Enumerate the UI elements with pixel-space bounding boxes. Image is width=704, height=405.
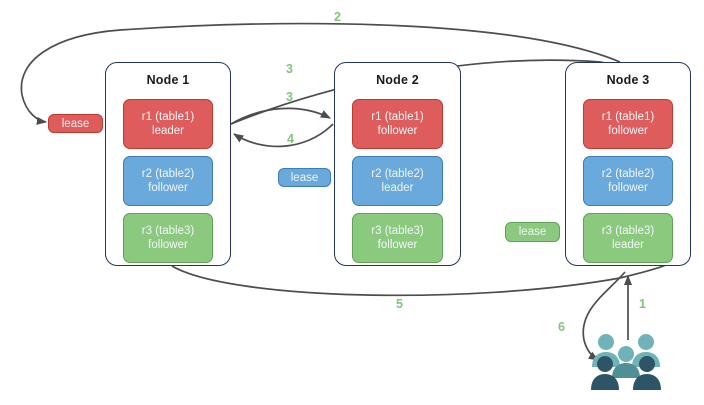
edge-step-3-lower [230, 107, 331, 125]
replica-name: r3 (table3) [371, 225, 424, 237]
replica-r3[interactable]: r3 (table3) leader [583, 213, 673, 263]
replica-role: leader [152, 125, 184, 137]
replica-r2[interactable]: r2 (table2) leader [352, 156, 443, 206]
edge-step-6 [582, 271, 626, 361]
edge-step-5 [171, 263, 669, 297]
replica-r2[interactable]: r2 (table2) follower [583, 156, 673, 206]
replica-role: follower [377, 239, 418, 251]
node-title: Node 3 [606, 73, 650, 87]
replica-role: leader [381, 182, 414, 194]
replica-r1[interactable]: r1 (table1) follower [583, 99, 673, 149]
step-label-1: 1 [639, 297, 646, 311]
replica-r3[interactable]: r3 (table3) follower [123, 213, 213, 263]
replica-r1[interactable]: r1 (table1) leader [123, 99, 213, 149]
replica-name: r1 (table1) [601, 111, 655, 123]
replica-role: follower [608, 182, 648, 194]
node-title: Node 2 [376, 73, 419, 87]
replica-role: follower [608, 125, 648, 137]
replica-name: r3 (table3) [141, 225, 195, 237]
step-label-2: 2 [334, 10, 341, 24]
node-card-2[interactable]: Node 2 r1 (table1) follower r2 (table2) … [334, 62, 461, 266]
replica-role: follower [148, 182, 188, 194]
replica-role: follower [148, 239, 188, 251]
edge-step-4 [233, 123, 334, 148]
edge-step-2 [20, 22, 621, 125]
replica-name: r3 (table3) [601, 225, 655, 237]
node-card-3[interactable]: Node 3 r1 (table1) follower r2 (table2) … [565, 62, 691, 266]
step-label-5: 5 [396, 297, 403, 311]
replica-r2[interactable]: r2 (table2) follower [123, 156, 213, 206]
node-card-1[interactable]: Node 1 r1 (table1) leader r2 (table2) fo… [105, 62, 231, 266]
replica-name: r2 (table2) [601, 168, 655, 180]
step-label-3-upper: 3 [286, 62, 293, 76]
replica-r1[interactable]: r1 (table1) follower [352, 99, 443, 149]
replica-role: follower [377, 125, 418, 137]
users-icon [591, 334, 661, 390]
lease-badge-red[interactable]: lease [48, 114, 103, 133]
replica-name: r2 (table2) [371, 168, 424, 180]
step-label-3-lower: 3 [286, 90, 293, 104]
replica-name: r1 (table1) [371, 111, 424, 123]
replica-name: r2 (table2) [141, 168, 195, 180]
step-label-4: 4 [287, 132, 294, 146]
step-label-6: 6 [558, 320, 565, 334]
node-title: Node 1 [146, 73, 190, 87]
replica-r3[interactable]: r3 (table3) follower [352, 213, 443, 263]
replica-name: r1 (table1) [141, 111, 195, 123]
replica-role: leader [612, 239, 644, 251]
lease-badge-blue[interactable]: lease [278, 168, 331, 187]
lease-badge-green[interactable]: lease [505, 222, 560, 242]
